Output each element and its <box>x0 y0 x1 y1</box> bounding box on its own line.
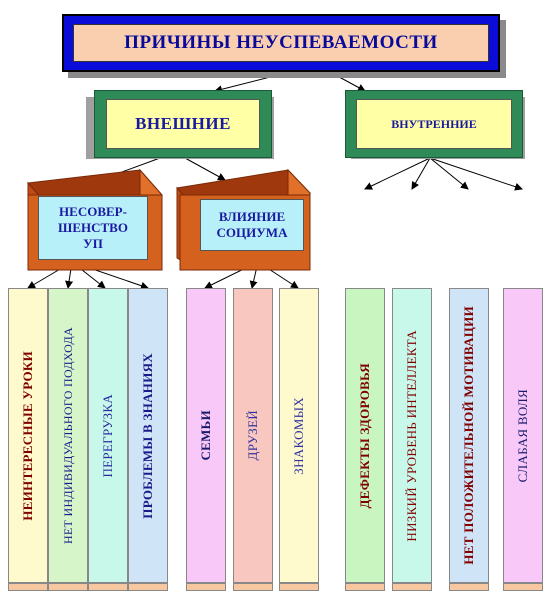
arrow-internal-c8 <box>364 157 431 190</box>
column-label-c8: ДЕФЕКТЫ ЗДОРОВЬЯ <box>357 362 372 509</box>
arrow-internal-c10 <box>429 157 469 190</box>
social-panel: ВЛИЯНИЕ СОЦИУМА <box>200 199 304 251</box>
column-friends: ДРУЗЕЙ <box>233 288 273 583</box>
column-uninteresting-lessons: НЕИНТЕРЕСНЫЕ УРОКИ <box>8 288 48 583</box>
external-panel: ВНЕШНИЕ <box>106 99 260 149</box>
column-foot-c6 <box>233 583 273 591</box>
social-line-1: ВЛИЯНИЕ <box>218 209 286 224</box>
column-weak-will: СЛАБАЯ ВОЛЯ <box>503 288 543 583</box>
column-foot-c1 <box>8 583 48 591</box>
external-label: ВНЕШНИЕ <box>135 114 231 133</box>
incomplete-up-label: НЕСОВЕР- ШЕНСТВО УП <box>58 204 128 252</box>
incomplete-up-line-3: УП <box>83 236 103 251</box>
column-no-motivation: НЕТ ПОЛОЖИТЕЛЬНОЙ МОТИВАЦИИ <box>449 288 489 583</box>
column-label-c2: НЕТ ИНДИВИДУАЛЬНОГО ПОДХОДА <box>60 326 75 545</box>
column-low-intellect: НИЗКИЙ УРОВЕНЬ ИНТЕЛЛЕКТА <box>392 288 432 583</box>
column-label-c7: ЗНАКОМЫХ <box>291 396 306 475</box>
column-foot-c11 <box>503 583 543 591</box>
column-label-c10: НЕТ ПОЛОЖИТЕЛЬНОЙ МОТИВАЦИИ <box>461 306 476 565</box>
column-family: СЕМЬИ <box>186 288 226 583</box>
column-foot-c7 <box>279 583 319 591</box>
incomplete-up-panel: НЕСОВЕР- ШЕНСТВО УП <box>38 196 148 260</box>
arrow-internal-c9 <box>411 157 431 190</box>
column-health-defects: ДЕФЕКТЫ ЗДОРОВЬЯ <box>345 288 385 583</box>
column-foot-c8 <box>345 583 385 591</box>
column-label-c9: НИЗКИЙ УРОВЕНЬ ИНТЕЛЛЕКТА <box>404 329 419 542</box>
column-label-c3: ПЕРЕГРУЗКА <box>100 393 115 478</box>
column-foot-c3 <box>88 583 128 591</box>
column-foot-c9 <box>392 583 432 591</box>
external-box: ВНЕШНИЕ <box>94 90 272 158</box>
column-label-c5: СЕМЬИ <box>198 410 213 461</box>
incomplete-up-line-2: ШЕНСТВО <box>58 220 128 235</box>
arrow-internal-c11 <box>429 157 523 191</box>
column-label-c1: НЕИНТЕРЕСНЫЕ УРОКИ <box>20 350 35 521</box>
arrow-title-internal <box>329 71 366 92</box>
internal-panel: ВНУТРЕННИЕ <box>356 99 512 149</box>
column-label-c11: СЛАБАЯ ВОЛЯ <box>515 388 530 483</box>
arrow-external-social <box>184 157 226 181</box>
column-overload: ПЕРЕГРУЗКА <box>88 288 128 583</box>
column-acquaintances: ЗНАКОМЫХ <box>279 288 319 583</box>
title-box: ПРИЧИНЫ НЕУСПЕВАЕМОСТИ <box>62 14 500 72</box>
column-foot-c2 <box>48 583 88 591</box>
title-panel: ПРИЧИНЫ НЕУСПЕВАЕМОСТИ <box>73 24 489 62</box>
social-label: ВЛИЯНИЕ СОЦИУМА <box>217 209 288 241</box>
social-line-2: СОЦИУМА <box>216 225 288 240</box>
incomplete-up-line-1: НЕСОВЕР- <box>59 204 127 219</box>
internal-label: ВНУТРЕННИЕ <box>391 116 477 131</box>
column-foot-c10 <box>449 583 489 591</box>
column-knowledge-problems: ПРОБЛЕМЫ В ЗНАНИЯХ <box>128 288 168 583</box>
arrow-title-external <box>214 71 291 94</box>
column-foot-c5 <box>186 583 226 591</box>
column-label-c6: ДРУЗЕЙ <box>245 410 260 461</box>
internal-box: ВНУТРЕННИЕ <box>345 90 523 158</box>
column-no-individual-approach: НЕТ ИНДИВИДУАЛЬНОГО ПОДХОДА <box>48 288 88 583</box>
column-label-c4: ПРОБЛЕМЫ В ЗНАНИЯХ <box>140 352 155 519</box>
diagram-title: ПРИЧИНЫ НЕУСПЕВАЕМОСТИ <box>124 32 438 53</box>
column-foot-c4 <box>128 583 168 591</box>
